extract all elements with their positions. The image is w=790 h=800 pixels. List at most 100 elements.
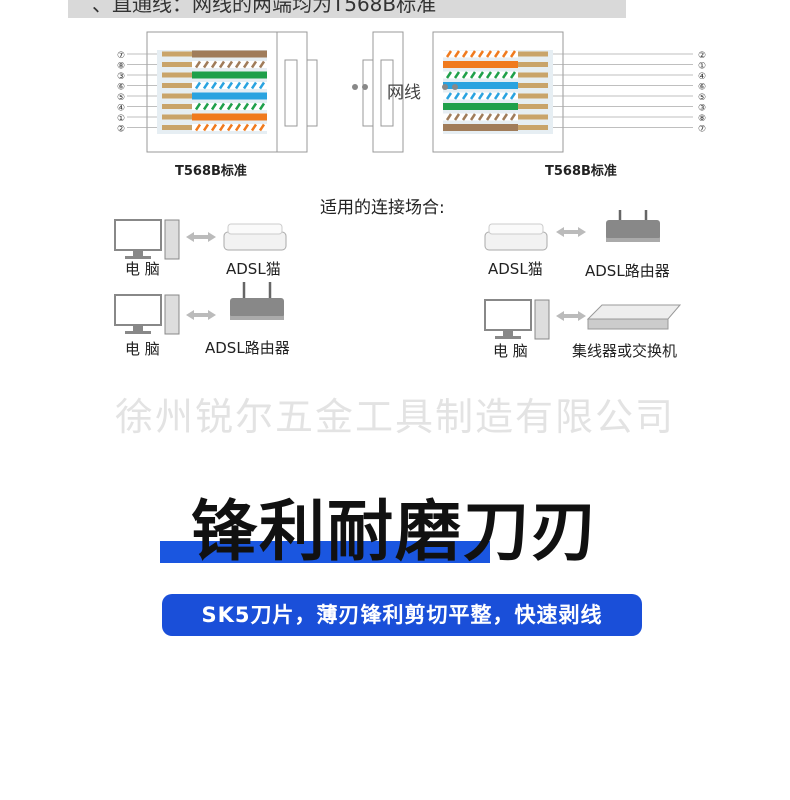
wire-stripe (509, 50, 517, 58)
wire-stripe (210, 60, 218, 69)
wire-stripe (477, 71, 485, 79)
pin-number: ② (117, 125, 125, 135)
computer-base (125, 331, 151, 334)
computer-base (125, 256, 151, 259)
router-base (230, 316, 284, 320)
wire-stripe (242, 123, 250, 132)
wire-green (192, 71, 267, 79)
wire-stripe (477, 113, 485, 121)
wire-stripe (226, 123, 234, 132)
pin-number: ① (117, 114, 125, 124)
right-caption: T568B标准 (545, 164, 617, 179)
wire-stripe (202, 102, 210, 111)
computer-stand (133, 250, 143, 256)
modem-icon (484, 231, 548, 251)
wire-stripe (210, 81, 218, 90)
pin-contact (513, 114, 548, 120)
pin-number: ⑤ (117, 93, 125, 103)
wire-stripe (242, 60, 250, 69)
wire-stripe (202, 60, 210, 69)
wire-stripe (194, 60, 202, 69)
wire-stripe (242, 81, 250, 90)
wire-stripe (250, 60, 258, 69)
computer-tower (534, 299, 550, 340)
wire-stripe (226, 81, 234, 90)
wire-stripe (210, 123, 218, 132)
wire-stripe (242, 102, 250, 111)
wire-stripe (509, 113, 517, 121)
router-base (606, 238, 660, 242)
dot (452, 84, 458, 90)
connector-housing (276, 31, 308, 153)
wire-stripe (445, 71, 453, 79)
header-bar (68, 0, 626, 18)
wire-stripe (194, 123, 202, 132)
pin-contact (513, 125, 548, 130)
pair4-b: 集线器或交换机 (572, 342, 678, 360)
wire-stripe (250, 123, 258, 132)
pin-number: ⑧ (117, 62, 125, 72)
pin-contact (513, 72, 548, 78)
wire-stripe (258, 81, 266, 90)
wire-stripe (453, 92, 461, 100)
dot (362, 84, 368, 90)
watermark: 徐州锐尔五金工具制造有限公司 (114, 395, 675, 439)
wire-stripe (218, 81, 226, 90)
pin-number: ③ (698, 104, 706, 114)
pin-contact (513, 83, 548, 88)
wire-blue (192, 92, 267, 100)
pin-contact (513, 104, 548, 109)
wire-stripe (493, 50, 501, 58)
wire-stripe (250, 102, 258, 111)
wire-stripe (234, 81, 242, 90)
wire-orange (192, 113, 267, 121)
wire-stripe (445, 50, 453, 58)
headline-highlight (160, 541, 490, 563)
pin-number: ① (698, 62, 706, 72)
wire-stripe (202, 81, 210, 90)
subline-badge: SK5刀片，薄刃锋利剪切平整，快速剥线 (162, 594, 642, 636)
pair3-a: 电 脑 (125, 340, 160, 358)
computer-tower (164, 219, 180, 260)
wire-stripe (509, 71, 517, 79)
headline: 锋利耐磨刀刃 (191, 493, 599, 570)
wire-stripe (477, 92, 485, 100)
connector-clip (362, 59, 374, 127)
wire-stripe (258, 102, 266, 111)
wire-stripe (485, 113, 493, 121)
computer-tower (164, 294, 180, 335)
wire-stripe (250, 81, 258, 90)
wire-stripe (218, 123, 226, 132)
wire-stripe (477, 50, 485, 58)
wire-stripe (469, 71, 477, 79)
wire-brown (192, 50, 267, 58)
pin-contact (162, 62, 197, 67)
wire-stripe (469, 50, 477, 58)
wire-stripe (453, 71, 461, 79)
wire-stripe (461, 92, 469, 100)
wire-brown (443, 124, 518, 131)
pin-number: ② (698, 51, 706, 61)
router-body (230, 298, 284, 318)
wire-stripe (485, 92, 493, 100)
router-body (606, 220, 660, 240)
wire-stripe (445, 113, 453, 121)
bidirectional-arrow-icon (186, 310, 216, 320)
connector-latch (380, 59, 394, 127)
wire-stripe (202, 123, 210, 132)
wire-green (443, 103, 518, 110)
wire-stripe (234, 102, 242, 111)
switch-front (587, 318, 669, 330)
modem-top (227, 223, 283, 235)
wire-stripe (461, 113, 469, 121)
computer-icon (114, 219, 162, 251)
wire-stripe (501, 50, 509, 58)
wire-stripe (501, 113, 509, 121)
pair1-a: 电 脑 (125, 260, 160, 278)
wire-stripe (501, 71, 509, 79)
header-text: 、直通线：网线的两端均为T568B标准 (92, 0, 437, 16)
bidirectional-arrow-icon (556, 227, 586, 237)
wire-stripe (453, 50, 461, 58)
